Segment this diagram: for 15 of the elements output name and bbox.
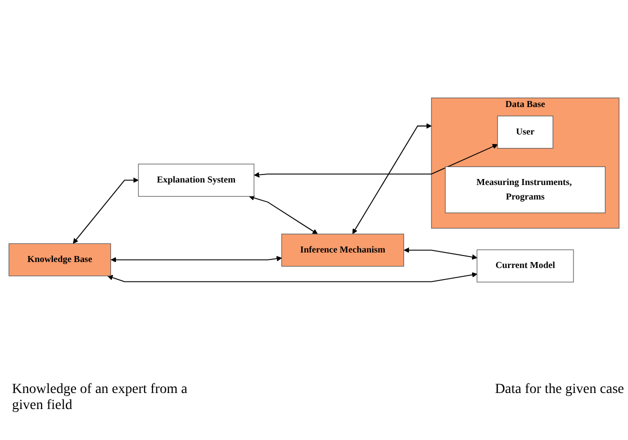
node-box: Inference Mechanism bbox=[281, 234, 404, 267]
node-box: Explanation System bbox=[138, 164, 254, 197]
node-box: Knowledge Base bbox=[8, 243, 111, 276]
arrow bbox=[248, 195, 318, 234]
arrow bbox=[254, 144, 498, 178]
arrow bbox=[72, 178, 139, 244]
node-box: User bbox=[497, 116, 554, 149]
node-box: Measuring Instruments, Programs bbox=[444, 166, 606, 214]
arrow bbox=[108, 272, 478, 282]
arrow bbox=[404, 247, 478, 260]
node-box: Current Model bbox=[476, 249, 574, 282]
arrow bbox=[110, 256, 282, 262]
note-text: Knowledge of an expert from a given field bbox=[12, 382, 188, 414]
arrow bbox=[352, 123, 432, 234]
note-text: Data for the given case bbox=[494, 382, 624, 398]
